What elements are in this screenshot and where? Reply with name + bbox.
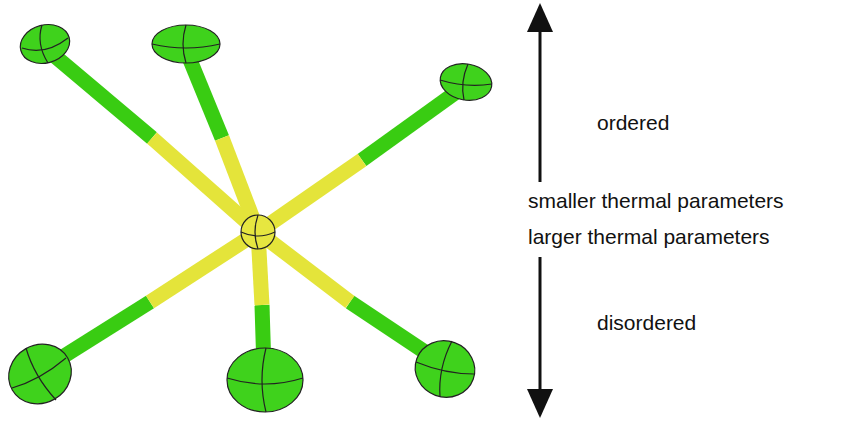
central-atom: [241, 215, 275, 249]
state-label: disordered: [597, 310, 696, 335]
ligand-ellipsoids: [0, 19, 495, 415]
trend-label: larger thermal parameters: [528, 224, 770, 249]
state-label: ordered: [597, 110, 669, 135]
trend-label: smaller thermal parameters: [528, 188, 784, 213]
bonds: [45, 52, 462, 370]
